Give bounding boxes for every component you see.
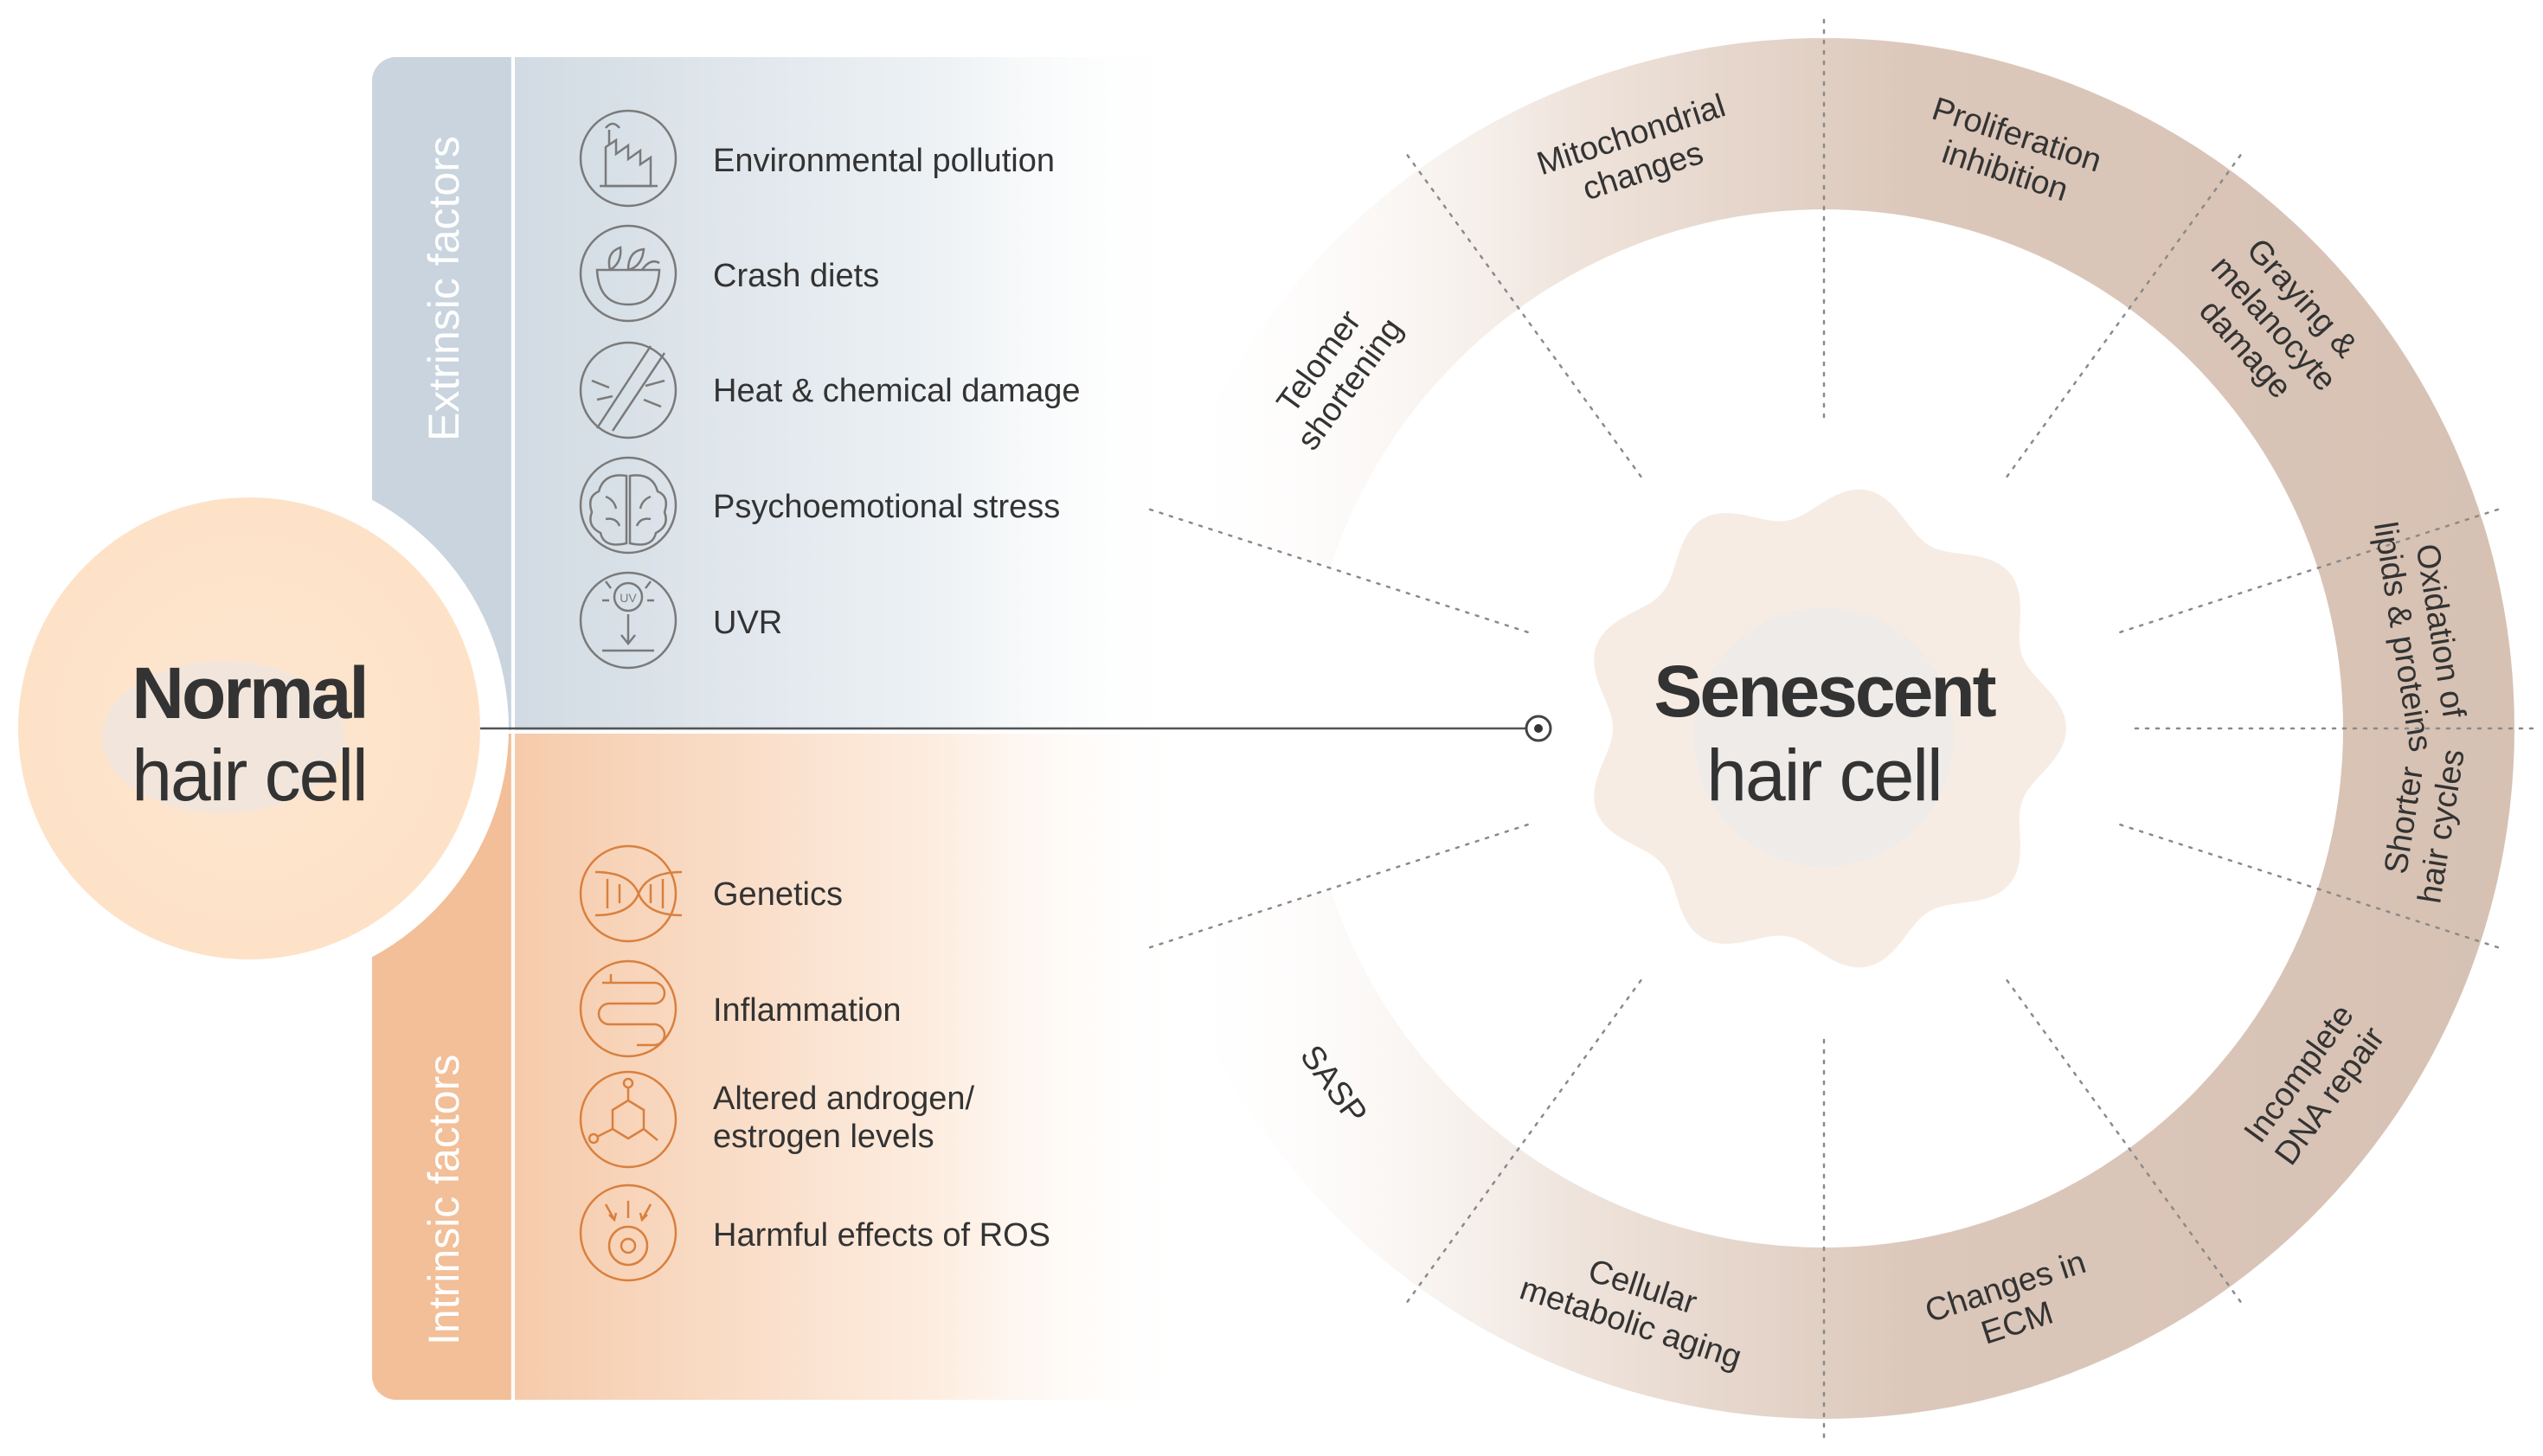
extrinsic-panel — [372, 57, 1194, 730]
uv-icon-glyph: UV — [620, 591, 637, 605]
extrinsic-items: Environmental pollution Crash diets Heat… — [579, 109, 1081, 670]
ring-divider — [1147, 823, 1529, 949]
intrinsic-label: Intrinsic factors — [420, 1055, 468, 1345]
intestine-icon — [579, 959, 677, 1058]
ring-divider — [1405, 153, 1642, 478]
intrinsic-item-text: estrogen levels — [713, 1119, 934, 1155]
damaged-hair-icon — [579, 341, 677, 439]
cell-damage-icon — [579, 1183, 677, 1282]
intrinsic-panel — [372, 734, 1194, 1400]
intrinsic-items: Genetics Inflammation Altered androgen/ … — [579, 844, 1050, 1282]
ring-divider — [1405, 978, 1642, 1304]
senescent-cell-title: Senescent — [1654, 651, 1995, 732]
extrinsic-item-text: UVR — [713, 605, 782, 641]
ring-divider — [2006, 153, 2243, 478]
connector-end-dot — [1534, 724, 1543, 733]
ring-divider — [2119, 508, 2501, 634]
intrinsic-item-text: Genetics — [713, 876, 843, 913]
ring-divider — [1147, 508, 1529, 634]
normal-cell-nucleus — [102, 661, 344, 813]
senescent-cell-nucleus — [1694, 607, 1954, 867]
ring-divider — [2006, 978, 2243, 1304]
extrinsic-item-text: Environmental pollution — [713, 143, 1055, 179]
molecule-icon — [579, 1070, 677, 1169]
uv-icon — [579, 571, 677, 670]
extrinsic-label: Extrinsic factors — [420, 136, 468, 441]
extrinsic-item-text: Heat & chemical damage — [713, 373, 1081, 409]
ring-divider — [2119, 823, 2501, 949]
intrinsic-item-text: Altered androgen/ — [713, 1081, 975, 1117]
senescent-cell-subtitle: hair cell — [1706, 734, 1941, 816]
dna-icon — [579, 844, 683, 943]
intrinsic-item-text: Harmful effects of ROS — [713, 1217, 1050, 1254]
extrinsic-item-text: Crash diets — [713, 258, 879, 294]
normal-cell-subtitle: hair cell — [132, 734, 366, 816]
normal-cell-title: Normal — [132, 652, 366, 734]
factory-icon — [579, 109, 677, 208]
salad-bowl-icon — [579, 224, 677, 323]
intrinsic-item-text: Inflammation — [713, 992, 902, 1029]
extrinsic-item-text: Psychoemotional stress — [713, 489, 1060, 525]
brain-icon — [579, 456, 677, 555]
senescent-cell — [1584, 479, 2077, 978]
